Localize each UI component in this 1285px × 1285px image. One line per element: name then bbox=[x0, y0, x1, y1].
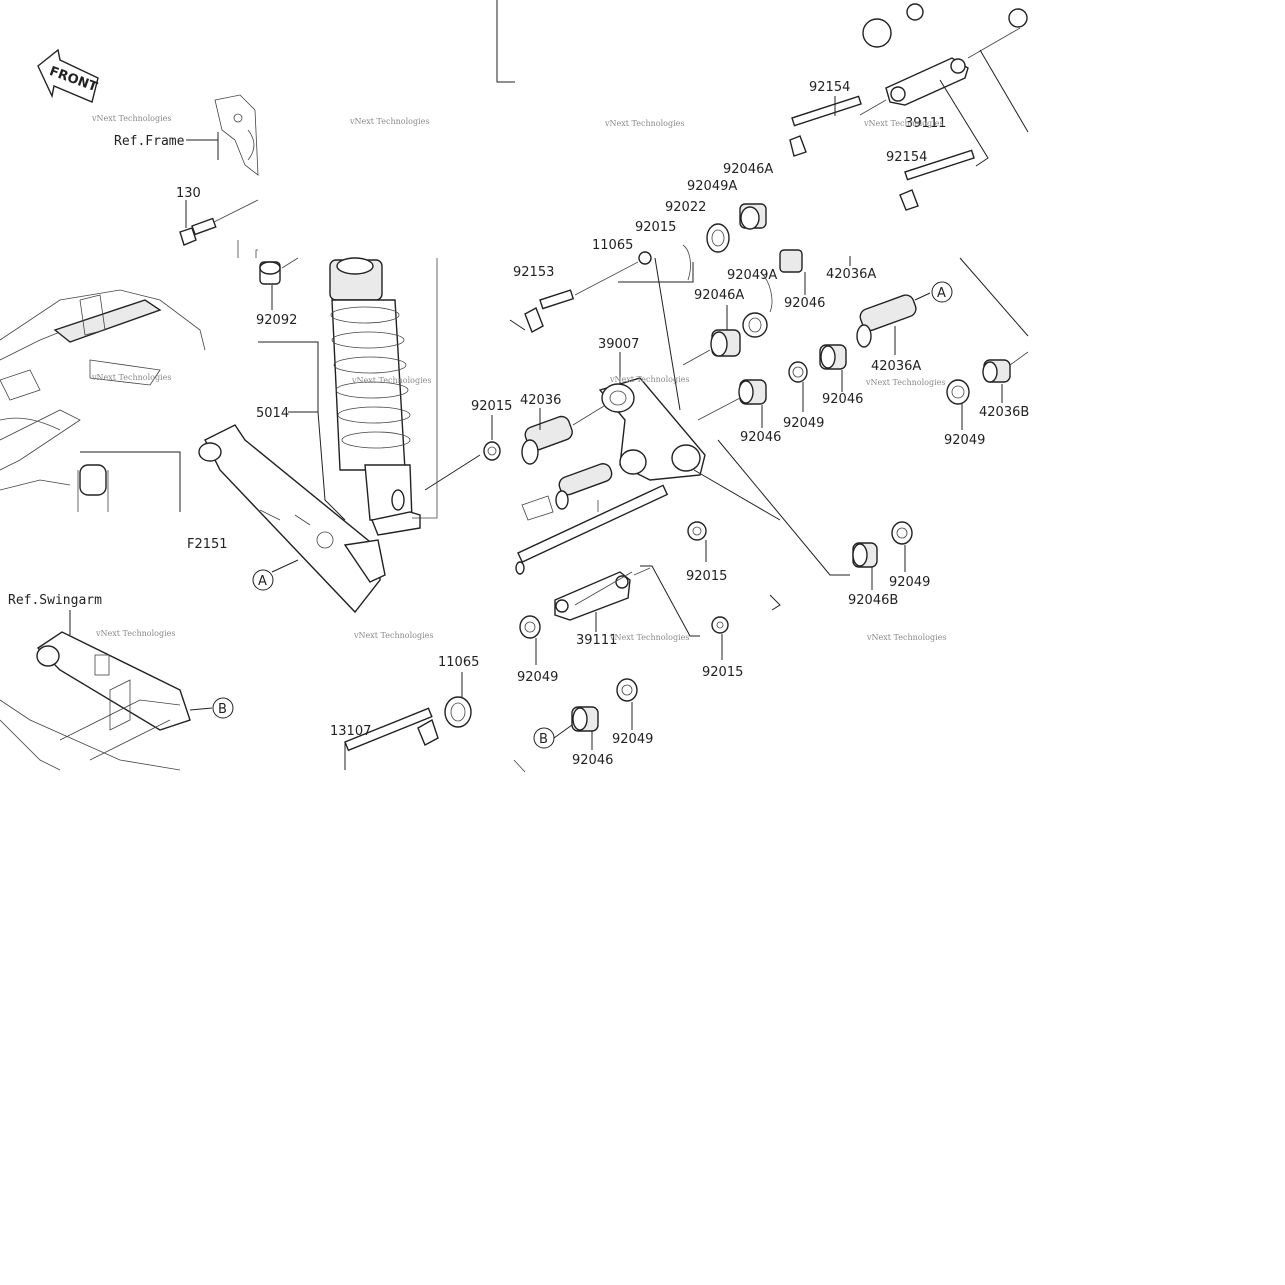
circle-ref-a-2: A bbox=[252, 569, 274, 591]
part-labels: 130 92092 5014 92153 11065 92015 92022 9… bbox=[176, 80, 1029, 768]
part-label: 92015 bbox=[471, 399, 512, 414]
part-label: 5014 bbox=[256, 406, 289, 421]
svg-text:vNext Technologies: vNext Technologies bbox=[604, 119, 684, 128]
part-label: 42036A bbox=[826, 267, 876, 282]
bolt-92153 bbox=[509, 251, 694, 411]
svg-text:vNext Technologies: vNext Technologies bbox=[91, 373, 171, 382]
circle-ref-a-1: A bbox=[931, 281, 953, 303]
part-label: 92046 bbox=[740, 430, 781, 445]
part-label: 92049 bbox=[612, 732, 653, 747]
part-label: 92154 bbox=[809, 80, 850, 95]
part-label: 92154 bbox=[886, 150, 927, 165]
part-label: 92092 bbox=[256, 313, 297, 328]
tie-rod-upper bbox=[789, 3, 1029, 211]
part-label: 92049A bbox=[687, 179, 737, 194]
ref-frame-label: Ref.Frame bbox=[114, 134, 185, 149]
part-label: 92046B bbox=[848, 593, 898, 608]
part-label: 39111 bbox=[905, 116, 946, 131]
svg-text:vNext Technologies: vNext Technologies bbox=[95, 629, 175, 638]
part-label: 42036A bbox=[871, 359, 921, 374]
svg-text:vNext Technologies: vNext Technologies bbox=[353, 631, 433, 640]
svg-text:vNext Technologies: vNext Technologies bbox=[609, 633, 689, 642]
svg-text:vNext Technologies: vNext Technologies bbox=[351, 376, 431, 385]
part-label: 92022 bbox=[665, 200, 706, 215]
part-label: 92049 bbox=[783, 416, 824, 431]
svg-text:vNext Technologies: vNext Technologies bbox=[865, 378, 945, 387]
washers-lower bbox=[513, 615, 638, 773]
part-label: 42036B bbox=[979, 405, 1029, 420]
svg-text:vNext Technologies: vNext Technologies bbox=[349, 117, 429, 126]
circle-ref-b-1: B bbox=[212, 697, 234, 719]
front-arrow-icon: FRONT bbox=[37, 48, 99, 103]
part-label: 92046A bbox=[723, 162, 773, 177]
link-39007 bbox=[598, 352, 706, 481]
part-label: 42036 bbox=[520, 393, 561, 408]
header-box-border bbox=[496, 0, 515, 83]
subframe-drawing bbox=[0, 289, 206, 512]
part-label: 39007 bbox=[598, 337, 639, 352]
collar-42036 bbox=[521, 405, 613, 521]
svg-text:vNext Technologies: vNext Technologies bbox=[866, 633, 946, 642]
watermarks: vNext Technologies vNext Technologies vN… bbox=[91, 114, 946, 642]
part-label: 11065 bbox=[438, 655, 479, 670]
part-label: 92046 bbox=[822, 392, 863, 407]
part-label: 11065 bbox=[592, 238, 633, 253]
collar-92092 bbox=[259, 257, 299, 310]
svg-text:vNext Technologies: vNext Technologies bbox=[863, 119, 943, 128]
swingarm-drawing bbox=[0, 610, 213, 771]
bearings-lower-right bbox=[693, 439, 913, 611]
bearings-right bbox=[682, 256, 1029, 430]
nut-92015-mid bbox=[483, 415, 501, 461]
part-label: 13107 bbox=[330, 724, 371, 739]
part-label: 92046 bbox=[784, 296, 825, 311]
bearings-upper bbox=[682, 203, 803, 338]
circle-ref-b-2: B bbox=[533, 727, 555, 749]
part-label: 92015 bbox=[702, 665, 743, 680]
bolt-13107 bbox=[344, 672, 472, 770]
part-label: 92046A bbox=[694, 288, 744, 303]
part-label: 130 bbox=[176, 186, 201, 201]
svg-text:B: B bbox=[218, 702, 227, 717]
ref-swingarm-label: Ref.Swingarm bbox=[8, 593, 102, 608]
shock-absorber bbox=[237, 240, 481, 536]
part-label: 39111 bbox=[576, 633, 617, 648]
frame-drawing bbox=[186, 94, 259, 176]
bolt-130 bbox=[179, 199, 259, 246]
svg-text:A: A bbox=[258, 574, 267, 589]
part-label: 92046 bbox=[572, 753, 613, 768]
part-label: 92049 bbox=[517, 670, 558, 685]
part-label: 92153 bbox=[513, 265, 554, 280]
diagram-code: F2151 bbox=[187, 537, 228, 552]
part-label: 92015 bbox=[686, 569, 727, 584]
svg-text:vNext Technologies: vNext Technologies bbox=[609, 375, 689, 384]
svg-text:A: A bbox=[937, 286, 946, 301]
part-label: 92049A bbox=[727, 268, 777, 283]
link-39111-lower bbox=[515, 484, 729, 660]
part-label: 92015 bbox=[635, 220, 676, 235]
svg-text:vNext Technologies: vNext Technologies bbox=[91, 114, 171, 123]
part-label: 92049 bbox=[944, 433, 985, 448]
swingarm-link-drawing bbox=[198, 424, 386, 614]
svg-text:B: B bbox=[539, 732, 548, 747]
part-label: 92049 bbox=[889, 575, 930, 590]
